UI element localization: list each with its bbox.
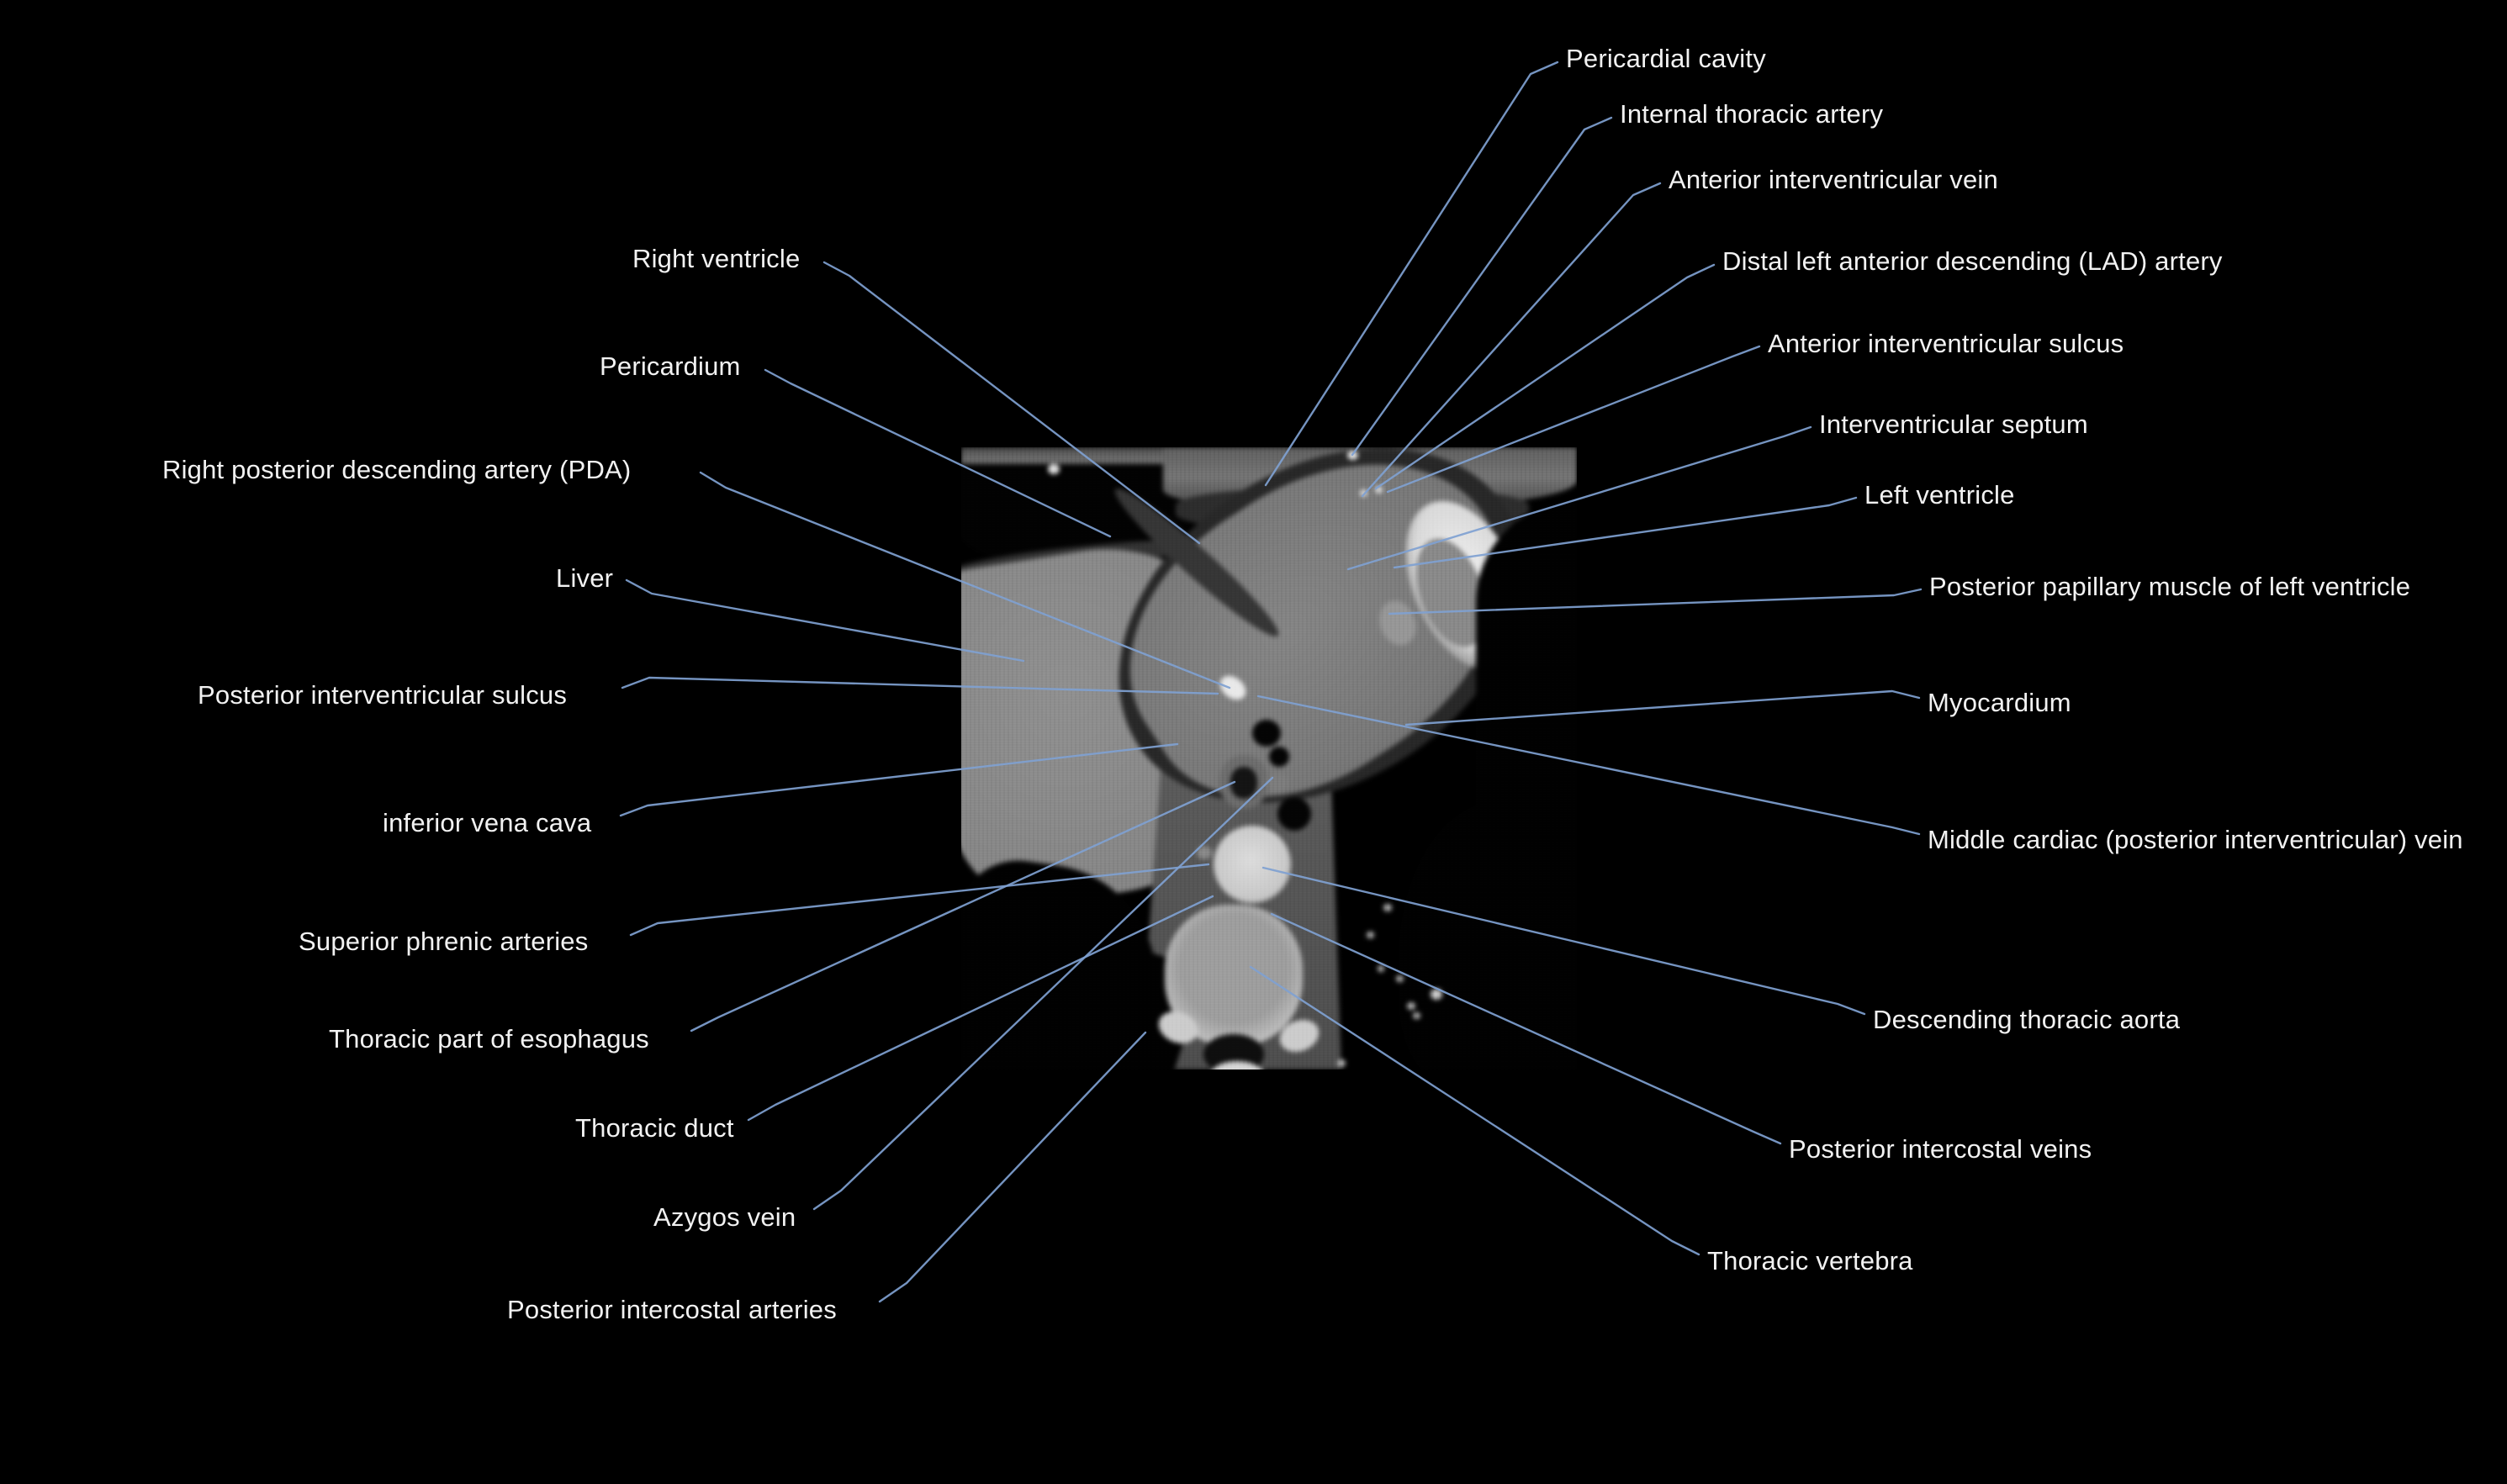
anatomy-label: Anterior interventricular vein	[1669, 165, 1998, 194]
anatomy-label: Middle cardiac (posterior interventricul…	[1928, 825, 2463, 854]
anatomy-label: Descending thoracic aorta	[1873, 1005, 2181, 1034]
anatomy-label: Internal thoracic artery	[1620, 99, 1884, 129]
leader-line	[1351, 116, 1613, 457]
anatomy-label: Posterior papillary muscle of left ventr…	[1929, 572, 2411, 601]
anatomy-label: Anterior interventricular sulcus	[1768, 329, 2124, 358]
anatomy-label: Azygos vein	[653, 1202, 796, 1232]
anatomy-label: Superior phrenic arteries	[299, 927, 589, 956]
anatomy-label: Liver	[556, 563, 614, 593]
anatomy-label: Posterior interventricular sulcus	[198, 680, 568, 710]
anatomy-label: inferior vena cava	[383, 808, 592, 837]
anatomy-label: Pericardial cavity	[1566, 44, 1766, 73]
anatomy-label: Right posterior descending artery (PDA)	[162, 455, 632, 484]
ct-axial-slice-image	[961, 447, 1577, 1069]
anatomy-label: Distal left anterior descending (LAD) ar…	[1722, 246, 2223, 276]
anatomy-label: Posterior intercostal veins	[1789, 1134, 2092, 1164]
anatomy-label: Right ventricle	[632, 244, 801, 273]
ct-noise-texture	[961, 447, 1577, 1069]
leader-line	[878, 1031, 1147, 1303]
anatomy-label: Thoracic vertebra	[1707, 1246, 1913, 1275]
anatomy-label: Interventricular septum	[1819, 409, 2088, 439]
anatomy-label: Myocardium	[1928, 688, 2071, 717]
anatomy-label: Pericardium	[600, 351, 741, 381]
anatomy-label: Posterior intercostal arteries	[507, 1295, 837, 1324]
anatomy-label: Thoracic duct	[575, 1113, 734, 1143]
leader-line	[1264, 61, 1559, 487]
anatomy-label: Thoracic part of esophagus	[329, 1024, 649, 1054]
anatomy-label: Left ventricle	[1864, 480, 2015, 510]
